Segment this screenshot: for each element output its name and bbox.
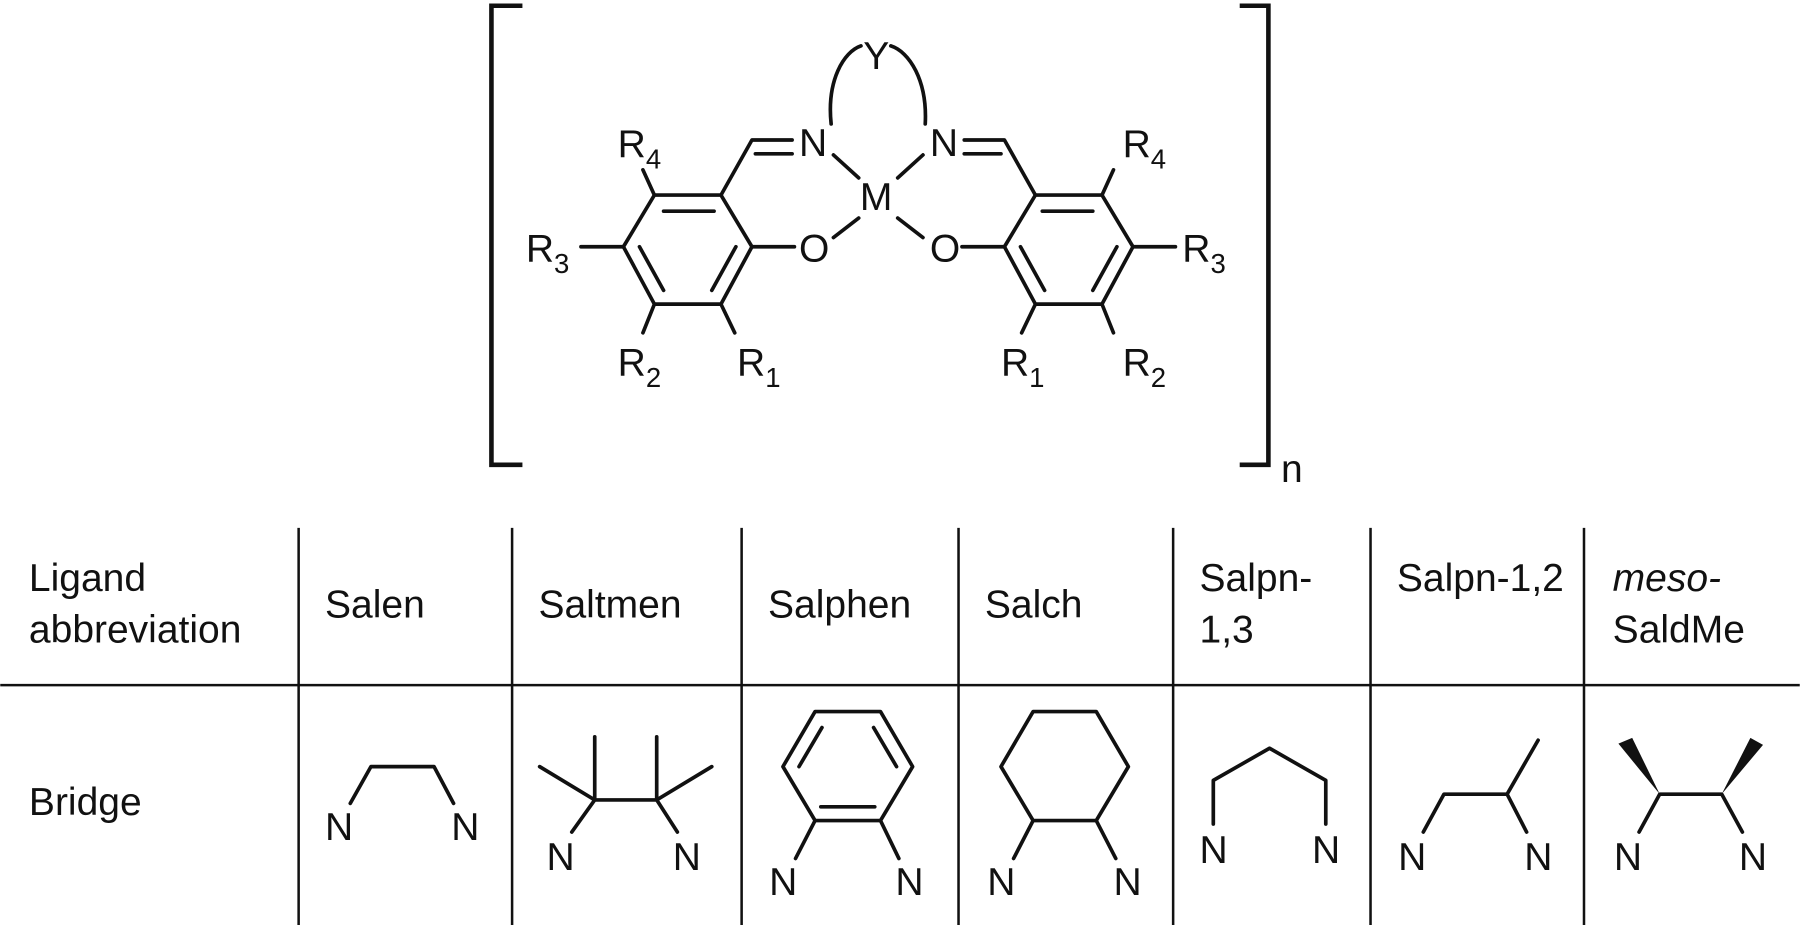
svg-text:N: N — [1200, 829, 1228, 872]
right-bracket — [1239, 3, 1271, 468]
wedge-bond — [1618, 737, 1660, 795]
svg-text:N: N — [673, 836, 701, 879]
ligand-saltmen: Saltmen — [538, 583, 681, 626]
oxygen-left: O — [799, 228, 829, 271]
metal-m: M — [860, 176, 893, 219]
svg-text:N: N — [1312, 829, 1340, 872]
svg-text:R2: R2 — [618, 341, 661, 392]
svg-text:N: N — [1524, 836, 1552, 879]
svg-text:N: N — [1739, 836, 1767, 879]
y-bridge-arc — [828, 44, 928, 126]
svg-text:R3: R3 — [526, 228, 569, 279]
svg-text:R4: R4 — [1123, 123, 1166, 174]
svg-text:N: N — [547, 836, 575, 879]
bridge-salpn-1-2: N N — [1398, 738, 1552, 879]
svg-text:R3: R3 — [1182, 228, 1225, 279]
svg-text:N: N — [451, 806, 479, 849]
nitrogen-right: N — [930, 122, 958, 165]
svg-text:N: N — [1113, 861, 1141, 904]
bridge-salphen: N N — [769, 709, 924, 904]
bridge-y: Y — [863, 35, 889, 78]
bridge-salch: N N — [987, 709, 1142, 904]
bridge-meso-saldme: N N — [1614, 737, 1767, 879]
repeat-n: n — [1281, 448, 1303, 491]
ligand-table-grid — [0, 527, 1800, 925]
ligand-meso-prefix: meso- — [1613, 557, 1721, 600]
svg-text:R2: R2 — [1123, 341, 1166, 392]
bridge-salen: N N — [325, 764, 479, 849]
svg-text:N: N — [769, 861, 797, 904]
svg-text:N: N — [325, 806, 353, 849]
left-salicylidene — [579, 138, 861, 335]
svg-text:N: N — [987, 861, 1015, 904]
left-bracket — [489, 3, 523, 468]
ligand-salpn12: Salpn-1,2 — [1397, 557, 1564, 600]
right-salicylidene — [895, 138, 1178, 335]
ligand-salen: Salen — [325, 583, 425, 626]
ligand-salphen: Salphen — [768, 583, 911, 626]
svg-text:N: N — [895, 861, 923, 904]
svg-text:N: N — [1614, 836, 1642, 879]
header-abbreviation: abbreviation — [29, 609, 241, 652]
ligand-saldme: SaldMe — [1613, 609, 1745, 652]
bridge-salpn-1-3: N N — [1200, 746, 1340, 872]
svg-text:R4: R4 — [618, 123, 661, 174]
svg-text:R1: R1 — [737, 341, 780, 392]
wedge-bond — [1721, 737, 1764, 795]
header-bridge: Bridge — [29, 781, 142, 824]
header-ligand: Ligand — [29, 557, 146, 600]
substituent-labels: R4 R3 R2 R1 R4 R3 R2 R1 — [526, 123, 1226, 393]
ligand-salpn13-line1: Salpn- — [1200, 557, 1313, 600]
ligand-salpn13-line2: 1,3 — [1200, 609, 1254, 652]
nitrogen-left: N — [799, 122, 827, 165]
oxygen-right: O — [930, 228, 960, 271]
ligand-salch: Salch — [985, 583, 1083, 626]
svg-text:R1: R1 — [1001, 341, 1044, 392]
svg-text:N: N — [1398, 836, 1426, 879]
bridge-saltmen: N N — [537, 734, 714, 879]
